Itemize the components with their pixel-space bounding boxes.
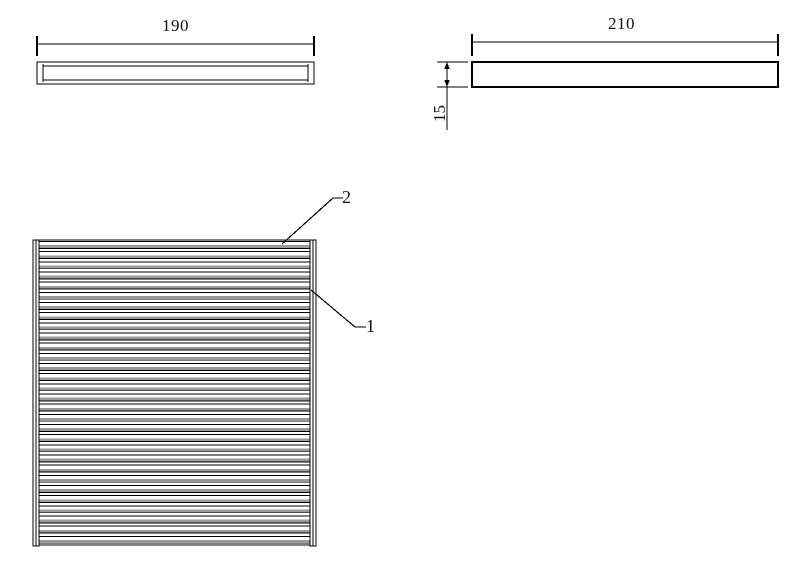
- pleat-media-group: [38, 241, 312, 544]
- pleat-flank-band: [38, 407, 312, 411]
- pleat-flank-band: [38, 489, 312, 493]
- dimension-label-210: 210: [608, 14, 635, 33]
- dimension-210: [471, 34, 779, 56]
- pleat-flank-band: [38, 295, 312, 299]
- side-frame-left: [32, 239, 40, 547]
- pleat-flank-band: [38, 336, 312, 340]
- pleat-flank-band: [38, 255, 312, 259]
- pleat-flank-band: [38, 458, 312, 462]
- pleat-flank-band: [38, 468, 312, 472]
- pleat-flank-band: [38, 326, 312, 330]
- pleat-flank-band: [38, 428, 312, 432]
- pleat-flank-band: [38, 499, 312, 503]
- leader-callout-2: [281, 197, 343, 245]
- dimension-190: [36, 36, 315, 56]
- main-plan-view: [32, 197, 366, 547]
- pleat-flank-band: [38, 509, 312, 513]
- pleat-flank-band: [38, 275, 312, 279]
- edge-bar-190: [36, 61, 315, 85]
- pleat-flank-band: [38, 306, 312, 310]
- dimension-label-15: 15: [430, 105, 449, 122]
- side-frame-right: [309, 239, 317, 547]
- edge-bar-210: [471, 61, 779, 88]
- pleat-flank-band: [38, 245, 312, 249]
- pleat-flank-band: [38, 448, 312, 452]
- callout-label-1: 1: [366, 316, 375, 336]
- pleat-flank-band: [38, 438, 312, 442]
- top-right-edge-view: [437, 34, 779, 130]
- pleat-flank-band: [38, 387, 312, 391]
- top-left-edge-view: [36, 36, 315, 85]
- pleat-flank-band: [38, 417, 312, 421]
- pleat-flank-band: [38, 367, 312, 371]
- pleat-flank-band: [38, 356, 312, 360]
- pleat-flank-band: [38, 316, 312, 320]
- leader-callout-1: [310, 289, 366, 328]
- dimension-label-190: 190: [162, 16, 189, 35]
- dimension-15: [437, 61, 468, 130]
- pleat-flank-band: [38, 346, 312, 350]
- pleat-flank-band: [38, 539, 312, 543]
- pleat-flank-band: [38, 285, 312, 289]
- pleat-flank-band: [38, 397, 312, 401]
- pleat-flank-band: [38, 377, 312, 381]
- callout-label-2: 2: [342, 187, 351, 207]
- pleat-flank-band: [38, 519, 312, 523]
- pleat-flank-band: [38, 478, 312, 482]
- pleat-flank-band: [38, 265, 312, 269]
- pleat-flank-band: [38, 529, 312, 533]
